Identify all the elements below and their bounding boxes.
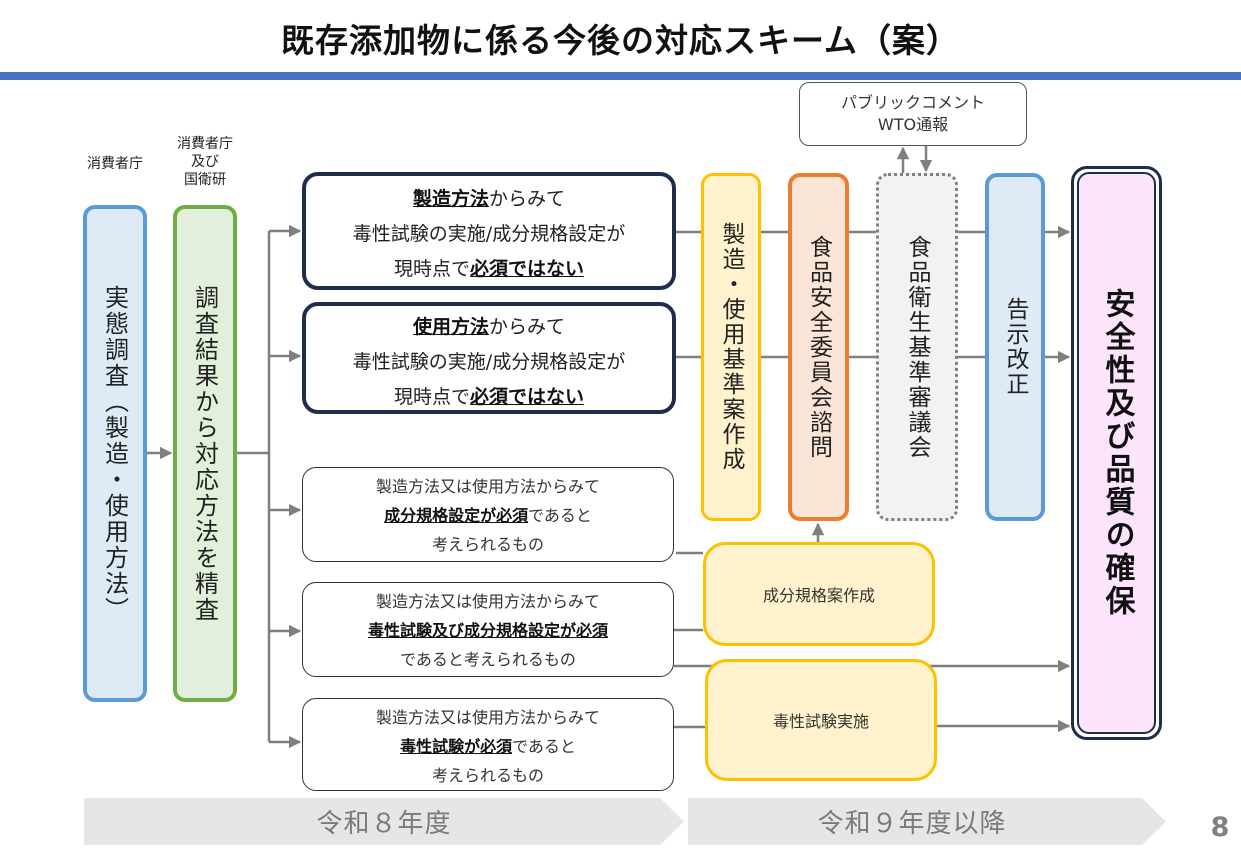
category-line: 成分規格設定が必須であると <box>384 506 592 525</box>
result-label: 安全性及び品質の確保 <box>1099 288 1135 618</box>
category-line: 製造方法からみて <box>412 188 566 210</box>
page-title: 既存添加物に係る今後の対応スキーム（案） <box>280 21 960 60</box>
food-safety-commission-label: 食品安全委員会諮問 <box>805 234 832 460</box>
spec-draft-box: 成分規格案作成 <box>703 542 935 646</box>
category-box-tox-required: 製造方法又は使用方法からみて 毒性試験が必須であると 考えられるもの <box>302 698 674 791</box>
category-line: 使用方法からみて <box>412 316 566 338</box>
category-line: 考えられるもの <box>431 535 544 554</box>
spec-draft-label: 成分規格案作成 <box>762 586 875 605</box>
public-comment-label: パブリックコメント <box>840 93 985 112</box>
public-comment-box: パブリックコメント WTO通報 <box>799 82 1027 146</box>
wto-notification-label: WTO通報 <box>877 115 949 134</box>
notice-revision-label: 告示改正 <box>1002 297 1028 397</box>
timeline-fy2026: 令和８年度 <box>84 798 684 845</box>
category-line: 毒性試験の実施/成分規格設定が <box>352 223 626 245</box>
draft-standard-label: 製造・使用基準案作成 <box>718 222 744 472</box>
category-line: 毒性試験が必須であると <box>400 737 576 756</box>
title-divider <box>0 72 1241 80</box>
draft-standard-box: 製造・使用基準案作成 <box>701 173 761 521</box>
page-number: 8 <box>1210 812 1230 843</box>
toxicity-test-box: 毒性試験実施 <box>705 659 937 781</box>
timeline-label: 令和９年度以降 <box>817 809 1007 839</box>
food-sanitation-council-box: 食品衛生基準審議会 <box>876 173 958 521</box>
category-line: 毒性試験及び成分規格設定が必須 <box>367 621 608 640</box>
category-line: 現時点で必須ではない <box>393 258 585 280</box>
timeline-label: 令和８年度 <box>316 809 452 839</box>
survey-step-label: 実態調査（製造・使用方法） <box>100 284 129 623</box>
food-safety-commission-box: 食品安全委員会諮問 <box>788 173 849 521</box>
actor-label-caa: 消費者庁 <box>87 156 143 172</box>
category-line: 現時点で必須ではない <box>393 386 585 408</box>
toxicity-test-label: 毒性試験実施 <box>772 712 869 731</box>
category-box-manufacturing-not-required: 製造方法からみて 毒性試験の実施/成分規格設定が 現時点で必須ではない <box>302 172 676 290</box>
notice-revision-box: 告示改正 <box>985 173 1045 521</box>
category-box-spec-required: 製造方法又は使用方法からみて 成分規格設定が必須であると 考えられるもの <box>302 467 674 562</box>
category-box-usage-not-required: 使用方法からみて 毒性試験の実施/成分規格設定が 現時点で必須ではない <box>302 302 676 414</box>
review-step-label: 調査結果から対応方法を精査 <box>190 284 219 623</box>
actor-line: 及び <box>191 154 219 170</box>
actor-line: 国衛研 <box>184 172 226 188</box>
category-box-tox-and-spec-required: 製造方法又は使用方法からみて 毒性試験及び成分規格設定が必須 であると考えられる… <box>302 582 674 677</box>
result-box: 安全性及び品質の確保 <box>1077 172 1156 734</box>
food-sanitation-council-label: 食品衛生基準審議会 <box>904 234 930 460</box>
category-line: 製造方法又は使用方法からみて <box>375 592 600 611</box>
review-step-box: 調査結果から対応方法を精査 <box>173 205 237 702</box>
timeline-fy2027-onward: 令和９年度以降 <box>688 798 1166 845</box>
category-line: 毒性試験の実施/成分規格設定が <box>352 351 626 373</box>
category-line: 製造方法又は使用方法からみて <box>375 708 600 727</box>
actor-label-caa-nihs: 消費者庁 及び 国衛研 <box>160 135 250 189</box>
category-line: 考えられるもの <box>431 766 544 785</box>
actor-line: 消費者庁 <box>177 136 233 152</box>
category-line: 製造方法又は使用方法からみて <box>375 477 600 496</box>
survey-step-box: 実態調査（製造・使用方法） <box>83 205 147 702</box>
category-line: であると考えられるもの <box>400 650 576 669</box>
